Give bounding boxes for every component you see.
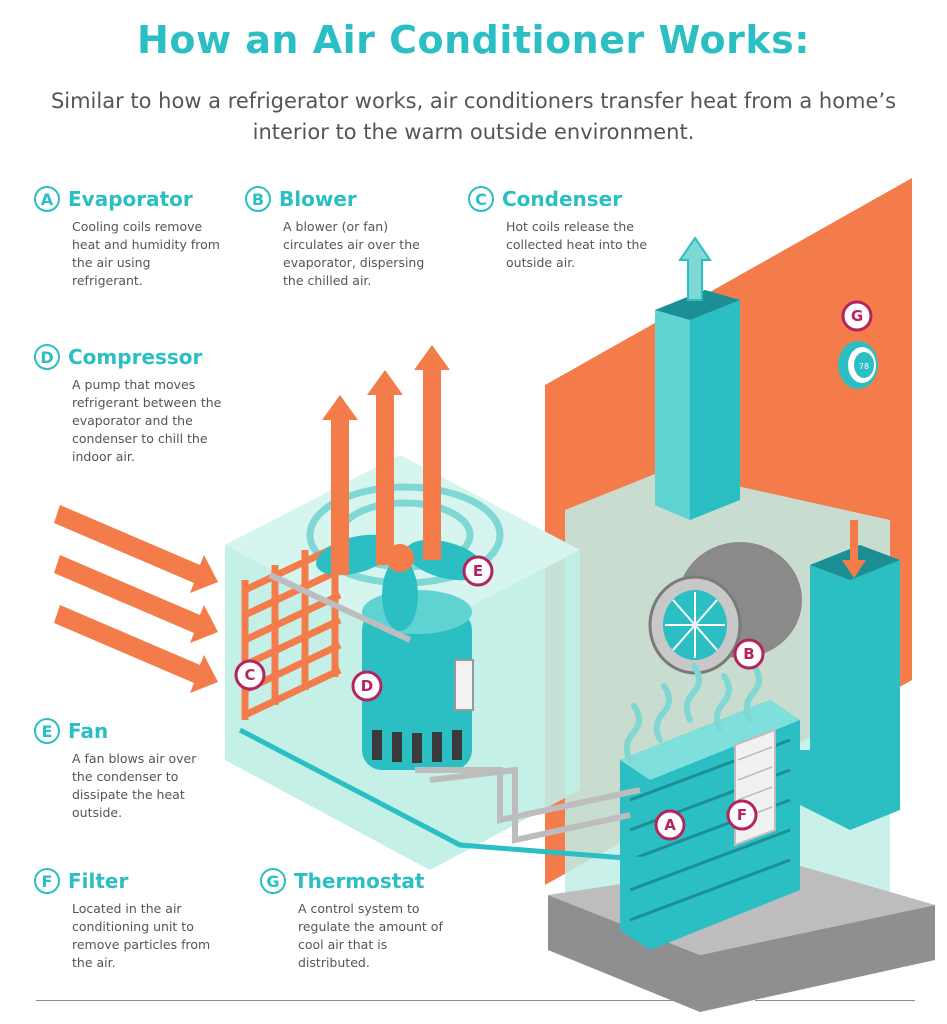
label-filter: Filter (68, 869, 129, 893)
desc-thermostat: A control system to regulate the amount … (298, 901, 443, 970)
page-subtitle: Similar to how a refrigerator works, air… (50, 89, 897, 144)
label-fan: Fan (68, 719, 109, 743)
badge-b: B (245, 186, 271, 212)
footer-rule-left (36, 1000, 691, 1001)
label-blower: Blower (279, 187, 357, 211)
cool-air-waves (623, 663, 762, 763)
legend-condenser: C Condenser Hot coils release the collect… (468, 186, 656, 272)
desc-evaporator: Cooling coils remove heat and humidity f… (72, 219, 220, 288)
desc-filter: Located in the air conditioning unit to … (72, 901, 211, 970)
hot-air-up-arrow (678, 236, 712, 301)
desc-fan: A fan blows air over the condenser to di… (72, 751, 197, 820)
legend-fan: E Fan A fan blows air over the condenser … (34, 718, 212, 822)
svg-text:G: G (851, 307, 863, 325)
badge-f: F (34, 868, 60, 894)
marker-d: D (351, 670, 383, 702)
legend-compressor: D Compressor A pump that moves refrigeran… (34, 344, 242, 466)
desc-blower: A blower (or fan) circulates air over th… (283, 219, 425, 288)
legend-thermostat: G Thermostat A control system to regulate… (260, 868, 448, 972)
heat-up-arrows (322, 345, 450, 575)
indoor-unit-base (548, 895, 935, 1012)
blower-wheel (665, 592, 725, 658)
svg-text:B: B (743, 645, 754, 663)
footer-rule-right (755, 1000, 915, 1001)
incoming-air-arrows (54, 505, 218, 693)
svg-text:E: E (473, 562, 483, 580)
legend-evaporator: A Evaporator Cooling coils remove heat an… (34, 186, 222, 290)
desc-compressor: A pump that moves refrigerant between th… (72, 377, 222, 464)
svg-text:F: F (737, 806, 747, 824)
marker-a: A (654, 809, 686, 841)
supply-down-arrow (842, 520, 866, 578)
badge-d: D (34, 344, 60, 370)
marker-g: G (841, 300, 873, 332)
page-title: How an Air Conditioner Works: (137, 18, 810, 62)
refrigerant-lines (238, 572, 651, 863)
thermostat-reading: 78 (859, 362, 869, 371)
marker-c: C (234, 659, 266, 691)
label-evaporator: Evaporator (68, 187, 193, 211)
marker-f: F (726, 799, 758, 831)
label-thermostat: Thermostat (294, 869, 425, 893)
badge-a: A (34, 186, 60, 212)
legend-filter: F Filter Located in the air conditioning … (34, 868, 212, 972)
marker-e: E (462, 555, 494, 587)
legend-blower: B Blower A blower (or fan) circulates air… (245, 186, 443, 290)
svg-text:D: D (361, 677, 373, 695)
badge-c: C (468, 186, 494, 212)
badge-g: G (260, 868, 286, 894)
label-compressor: Compressor (68, 345, 203, 369)
label-condenser: Condenser (502, 187, 623, 211)
supply-duct (790, 545, 900, 830)
svg-text:A: A (664, 816, 676, 834)
marker-b: B (733, 638, 765, 670)
svg-text:C: C (244, 666, 255, 684)
desc-condenser: Hot coils release the collected heat int… (506, 219, 648, 270)
compressor-body (362, 610, 472, 770)
badge-e: E (34, 718, 60, 744)
